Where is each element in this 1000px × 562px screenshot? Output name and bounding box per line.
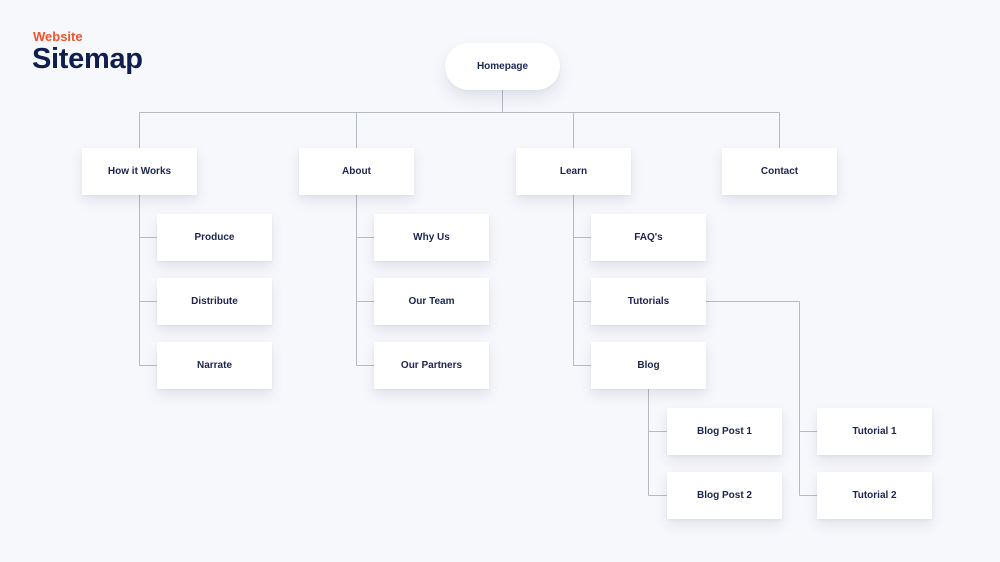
node-tutorials[interactable]: Tutorials xyxy=(591,278,706,325)
node-why-us[interactable]: Why Us xyxy=(374,214,489,261)
node-homepage[interactable]: Homepage xyxy=(445,43,560,90)
node-about[interactable]: About xyxy=(299,148,414,195)
node-narrate[interactable]: Narrate xyxy=(157,342,272,389)
node-how-it-works[interactable]: How it Works xyxy=(82,148,197,195)
node-faqs[interactable]: FAQ's xyxy=(591,214,706,261)
eyebrow-label: Website xyxy=(33,29,83,44)
node-distribute[interactable]: Distribute xyxy=(157,278,272,325)
node-our-partners[interactable]: Our Partners xyxy=(374,342,489,389)
node-contact[interactable]: Contact xyxy=(722,148,837,195)
node-tutorial-2[interactable]: Tutorial 2 xyxy=(817,472,932,519)
node-produce[interactable]: Produce xyxy=(157,214,272,261)
page-title: Sitemap xyxy=(32,43,143,75)
node-blog[interactable]: Blog xyxy=(591,342,706,389)
node-tutorial-1[interactable]: Tutorial 1 xyxy=(817,408,932,455)
node-our-team[interactable]: Our Team xyxy=(374,278,489,325)
node-blog-post-2[interactable]: Blog Post 2 xyxy=(667,472,782,519)
node-learn[interactable]: Learn xyxy=(516,148,631,195)
node-blog-post-1[interactable]: Blog Post 1 xyxy=(667,408,782,455)
